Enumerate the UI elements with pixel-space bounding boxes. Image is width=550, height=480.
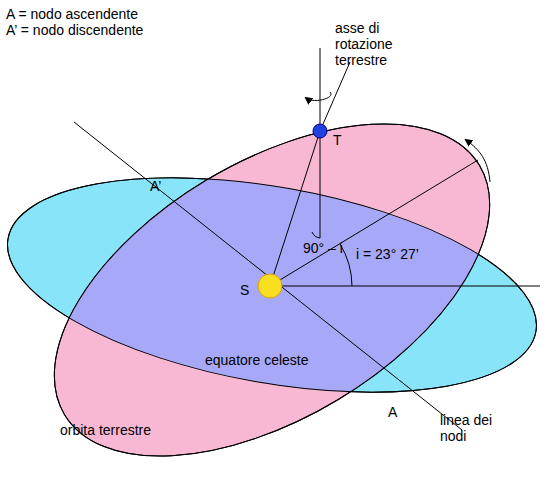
vertical-axis: [320, 48, 321, 238]
inclination-line: [270, 160, 478, 286]
legend-note: A = nodo ascendente: [6, 6, 266, 22]
equator-outline: [0, 142, 550, 428]
reference-line: [270, 286, 540, 287]
angle-label: i = 23° 27’: [356, 246, 466, 262]
revolution-arrow: [466, 140, 490, 182]
earth-label: T: [333, 132, 363, 148]
node-line: [74, 122, 462, 430]
rotation-arrow: [306, 92, 331, 100]
legend-note: A’ = nodo discendente: [6, 22, 266, 38]
earth-symbol: [313, 124, 327, 138]
complement-arc: [312, 232, 320, 238]
plane-label: equatore celeste: [205, 352, 345, 368]
node-label: A: [388, 404, 408, 420]
rotation-axis: [320, 62, 350, 131]
sun-label: S: [240, 282, 260, 298]
orbit-outline: [0, 56, 545, 480]
sun-earth-line: [270, 131, 320, 286]
axis-label: asse di rotazione terrestre: [335, 20, 415, 68]
overlap-region: [0, 142, 550, 428]
line-label: linea dei nodi: [440, 412, 510, 444]
sun-symbol: [258, 274, 282, 298]
plane-label: orbita terrestre: [60, 422, 200, 438]
node-label: A’: [150, 178, 180, 194]
